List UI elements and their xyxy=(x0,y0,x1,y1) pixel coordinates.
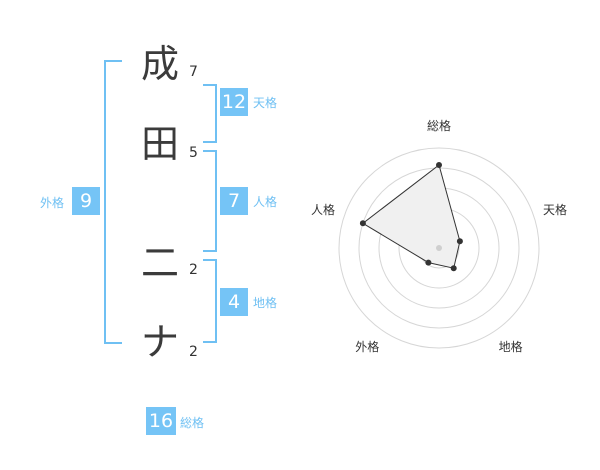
gaikaku-value-badge: 9 xyxy=(72,187,100,215)
radar-axis-label-2: 天格 xyxy=(542,203,568,218)
name-char-3: 二 xyxy=(140,241,179,285)
radar-axis-label-1: 総格 xyxy=(426,119,452,133)
radar-point-3 xyxy=(450,265,457,272)
radar-axis-label-3: 地格 xyxy=(498,339,523,354)
jinkaku-label: 人格 xyxy=(253,195,278,209)
tenkaku-value-badge: 12 xyxy=(220,88,248,116)
chikaku-bracket xyxy=(203,259,217,343)
radar-point-2 xyxy=(456,238,463,245)
radar-point-4 xyxy=(425,259,432,266)
gaikaku-label: 外格 xyxy=(40,196,65,210)
stroke-count-1: 7 xyxy=(189,64,198,80)
chikaku-label: 地格 xyxy=(253,296,278,310)
radar-point-1 xyxy=(436,162,442,168)
radar-grid-ring xyxy=(338,147,540,349)
radar-chart-svg xyxy=(338,147,540,349)
jinkaku-value-badge: 7 xyxy=(220,187,248,215)
tenkaku-bracket xyxy=(203,84,217,143)
stroke-count-3: 2 xyxy=(189,262,198,278)
soukaku-value-badge: 16 xyxy=(146,407,176,435)
jinkaku-bracket xyxy=(203,150,217,252)
name-char-2: 田 xyxy=(140,122,179,166)
radar-point-5 xyxy=(359,220,366,227)
stroke-count-2: 5 xyxy=(189,145,198,161)
gaikaku-bracket xyxy=(104,60,122,344)
radar-series-polygon xyxy=(362,164,461,269)
chikaku-value-badge: 4 xyxy=(220,288,248,316)
stroke-count-4: 2 xyxy=(189,344,198,360)
radar-center-dot xyxy=(436,245,442,251)
tenkaku-label: 天格 xyxy=(253,96,278,110)
radar-axis-label-5: 人格 xyxy=(310,203,336,218)
soukaku-label: 総格 xyxy=(180,416,205,430)
radar-chart: 総格天格地格 外格 人格 xyxy=(300,110,600,370)
name-char-1: 成 xyxy=(140,42,179,86)
name-char-4: ナ xyxy=(140,320,179,364)
radar-axis-label-4: 外格 xyxy=(355,339,380,354)
